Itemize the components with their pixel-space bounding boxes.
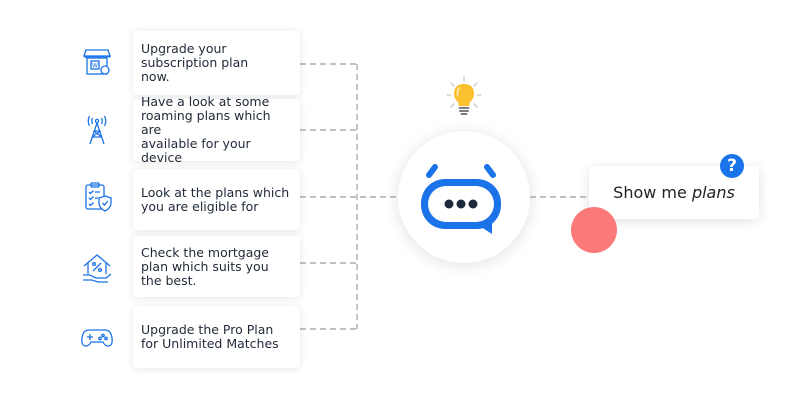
- option-line: plan which suits you: [141, 258, 269, 274]
- option-line: subscription plan: [141, 55, 249, 70]
- option-line: Look at the plans which: [141, 184, 290, 200]
- option-line: Upgrade the Pro Plan: [141, 322, 274, 337]
- option-line: Check the mortgage: [141, 244, 269, 260]
- gamepad-icon: [81, 329, 113, 347]
- antenna-tower-icon: [87, 115, 107, 145]
- option-line: available for your device: [141, 136, 251, 165]
- option-card-subscription[interactable]: Upgrade your subscription plan now.: [133, 31, 300, 95]
- checklist-shield-icon: [85, 182, 112, 212]
- option-line: the best.: [141, 272, 197, 288]
- option-line: Upgrade your: [141, 41, 227, 56]
- option-card-mortgage[interactable]: Check the mortgage plan which suits you …: [133, 236, 300, 297]
- option-line: you are eligible for: [141, 198, 259, 214]
- house-percent-icon: [83, 254, 112, 283]
- option-card-pro-plan[interactable]: Upgrade the Pro Plan for Unlimited Match…: [133, 306, 300, 368]
- query-emphasis: plans: [691, 183, 735, 202]
- help-question-icon[interactable]: ?: [720, 154, 744, 178]
- chatbot-hub: [398, 131, 530, 263]
- lightbulb-icon: [446, 76, 482, 115]
- option-line: now.: [141, 69, 170, 84]
- option-line: for Unlimited Matches: [141, 336, 279, 351]
- option-card-eligible[interactable]: Look at the plans which you are eligible…: [133, 169, 300, 230]
- option-line: Have a look at some: [141, 94, 270, 109]
- store-icon: W: [83, 49, 111, 75]
- query-bubble: Show me plans: [589, 166, 759, 219]
- svg-text:W: W: [92, 63, 98, 70]
- chatbot-icon: [421, 164, 501, 234]
- option-card-roaming[interactable]: Have a look at some roaming plans which …: [133, 95, 300, 165]
- query-text: Show me: [613, 183, 692, 202]
- option-line: roaming plans which are: [141, 108, 271, 137]
- cursor-indicator: [571, 207, 617, 253]
